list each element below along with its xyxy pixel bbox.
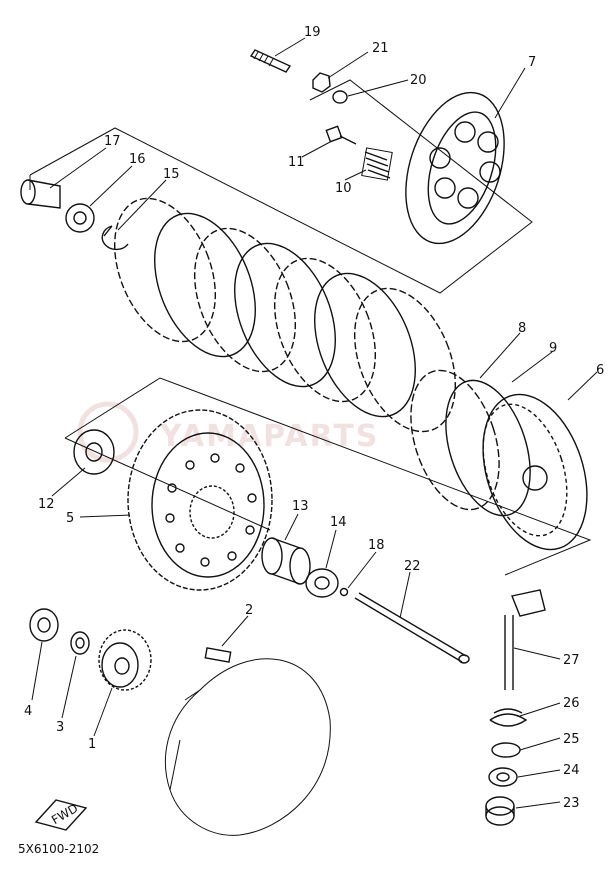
part-6-clutch-boss: [482, 393, 588, 551]
label-2: 2: [245, 603, 253, 618]
label-27: 27: [563, 653, 580, 668]
part-5-clutch-housing: [127, 409, 273, 591]
part-18-ball: [339, 587, 349, 597]
part-15-circlip: [101, 225, 129, 251]
label-5: 5: [66, 511, 74, 526]
part-11-bolt: [325, 125, 357, 145]
label-6: 6: [596, 363, 604, 378]
part-23-bearing: [485, 796, 515, 826]
label-18: 18: [368, 538, 385, 553]
clutch-plate-stack: [113, 197, 457, 433]
crankcase-outline: [164, 658, 331, 836]
part-21-nut: [312, 72, 331, 93]
label-25: 25: [563, 732, 580, 747]
part-25-washer: [491, 742, 521, 758]
part-13-spacer: [261, 537, 311, 585]
part-8-friction-plate: [410, 369, 500, 511]
part-12-thrust-washer: [73, 429, 115, 475]
leader-lines: [31, 37, 598, 809]
label-11: 11: [288, 155, 305, 170]
part-9-clutch-plate: [445, 379, 531, 517]
label-14: 14: [330, 515, 347, 530]
watermark-text: YAMAPARTS: [159, 419, 379, 454]
label-3: 3: [56, 720, 64, 735]
label-17: 17: [104, 134, 121, 149]
part-27-push-lever: [504, 589, 546, 690]
part-19-screw: [249, 49, 292, 73]
upper-frame: [29, 79, 533, 294]
label-21: 21: [372, 41, 389, 56]
label-1: 1: [88, 737, 96, 752]
label-13: 13: [292, 499, 309, 514]
label-16: 16: [129, 152, 146, 167]
label-23: 23: [563, 796, 580, 811]
part-16-bearing: [65, 203, 95, 233]
label-19: 19: [304, 25, 321, 40]
part-17-push-piece: [20, 179, 61, 209]
part-20-washer: [332, 90, 348, 104]
watermark: YAMAPARTS: [77, 401, 379, 463]
part-14-washer: [305, 568, 339, 598]
part-10-spring: [361, 147, 393, 181]
part-2-key: [204, 647, 232, 663]
label-4: 4: [24, 704, 32, 719]
label-24: 24: [563, 763, 580, 778]
part-22-push-rod: [354, 592, 470, 664]
label-12: 12: [38, 497, 55, 512]
part-4-nut: [29, 608, 59, 642]
label-22: 22: [404, 559, 421, 574]
label-20: 20: [410, 73, 427, 88]
part-26-spring: [489, 708, 528, 727]
label-10: 10: [335, 181, 352, 196]
label-8: 8: [518, 321, 526, 336]
part-1-primary-drive-gear: [98, 629, 152, 691]
clutch-pack-frame: [64, 377, 592, 576]
part-labels: 1 2 3 4 5 6 7 8 9 10 11 12 13 14 15 16 1…: [24, 25, 604, 811]
part-24-oil-seal: [488, 767, 518, 787]
part-7-pressure-plate: [405, 91, 505, 245]
fwd-marker: FWD: [34, 799, 88, 831]
label-15: 15: [163, 167, 180, 182]
label-9: 9: [549, 341, 557, 356]
label-26: 26: [563, 696, 580, 711]
part-3-washer: [70, 631, 90, 655]
label-7: 7: [528, 55, 536, 70]
catalog-code: 5X6100-2102: [18, 842, 99, 856]
